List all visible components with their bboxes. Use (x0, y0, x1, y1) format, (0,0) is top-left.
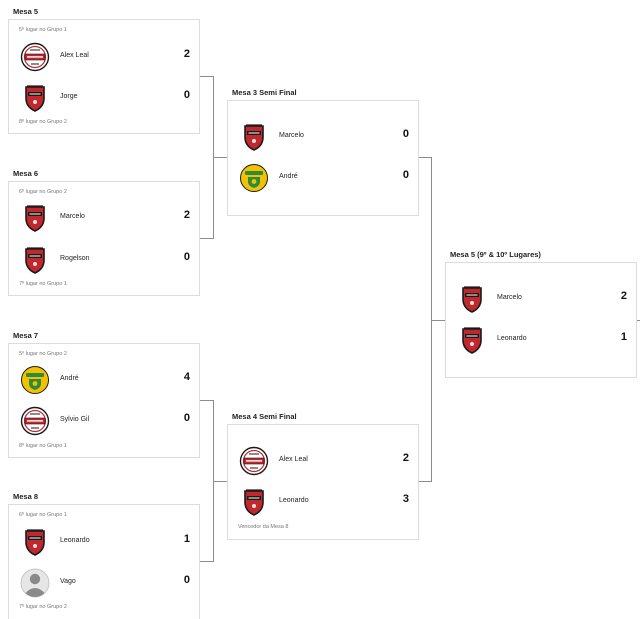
match-title: Mesa 5 (13, 7, 39, 16)
player-row[interactable]: Leonardo 1 (9, 525, 199, 561)
match-title: Mesa 6 (13, 169, 39, 178)
player-row[interactable]: Jorge 0 (9, 81, 199, 117)
player-name: Jorge (60, 93, 78, 100)
seed-note-bottom: 7º lugar no Grupo 1 (19, 281, 67, 287)
player-score: 0 (183, 89, 190, 101)
match-card-mesa5[interactable]: 5º lugar no Grupo 1 Alex Leal 2 Jorge 0 … (8, 19, 200, 134)
red-crest-icon (25, 205, 45, 232)
player-score: 2 (402, 452, 409, 464)
seed-note-bottom: 8º lugar no Grupo 2 (19, 119, 67, 125)
seed-note-top: 6º lugar no Grupo 1 (19, 512, 67, 518)
bracket-connector (200, 561, 214, 562)
player-score: 2 (183, 48, 190, 60)
bracket-connector (213, 481, 227, 482)
player-name: Rogelson (60, 255, 90, 262)
bracket-connector (431, 157, 432, 482)
player-row[interactable]: Marcelo 2 (446, 282, 636, 318)
bracket-connector (419, 481, 432, 482)
bracket-connector (431, 320, 445, 321)
yellow-green-crest-icon (240, 164, 268, 192)
seed-note-bottom: 7º lugar no Grupo 2 (19, 604, 67, 610)
match-card-mesa6[interactable]: 6º lugar no Grupo 2 Marcelo 2 Rogelson 0… (8, 181, 200, 296)
bangu-crest-icon (20, 406, 50, 436)
player-name: Leonardo (279, 497, 309, 504)
player-score: 2 (620, 290, 627, 302)
player-name: Alex Leal (60, 52, 89, 59)
player-row[interactable]: Alex Leal 2 (9, 40, 199, 76)
player-row[interactable]: André 0 (228, 161, 418, 197)
match-card-mesa8[interactable]: 6º lugar no Grupo 1 Leonardo 1 Vago 0 7º… (8, 504, 200, 619)
player-row[interactable]: Rogelson 0 (9, 243, 199, 279)
match-card-mesa3-semi[interactable]: Marcelo 0 André 0 (227, 100, 419, 216)
avatar-placeholder-icon (20, 568, 50, 598)
player-row[interactable]: Sylvio Gil 0 (9, 404, 199, 440)
seed-note-bottom: 8º lugar no Grupo 1 (19, 443, 67, 449)
player-score: 0 (402, 169, 409, 181)
player-name: André (60, 375, 79, 382)
match-title: Mesa 5 (9º & 10º Lugares) (450, 250, 541, 259)
red-crest-icon (25, 529, 45, 556)
bracket-connector (200, 400, 214, 401)
bracket-connector (200, 238, 214, 239)
red-crest-icon (25, 85, 45, 112)
player-name: Marcelo (60, 213, 85, 220)
player-name: Vago (60, 578, 76, 585)
red-crest-icon (25, 247, 45, 274)
player-name: André (279, 173, 298, 180)
player-score: 1 (183, 533, 190, 545)
player-score: 0 (183, 574, 190, 586)
red-crest-icon (462, 327, 482, 354)
seed-note-bottom: Vencedor da Mesa 8 (238, 524, 289, 530)
player-score: 0 (183, 412, 190, 424)
player-row[interactable]: Marcelo 2 (9, 201, 199, 237)
player-score: 0 (402, 128, 409, 140)
bracket-connector (200, 76, 214, 77)
player-row[interactable]: André 4 (9, 363, 199, 399)
bangu-crest-icon (20, 42, 50, 72)
yellow-green-crest-icon (21, 366, 49, 394)
player-name: Marcelo (497, 294, 522, 301)
seed-note-top: 5º lugar no Grupo 2 (19, 351, 67, 357)
bracket-connector (419, 157, 432, 158)
match-title: Mesa 7 (13, 331, 39, 340)
player-score: 2 (183, 209, 190, 221)
bracket-connector (637, 320, 640, 321)
seed-note-top: 5º lugar no Grupo 1 (19, 27, 67, 33)
player-row[interactable]: Marcelo 0 (228, 120, 418, 156)
player-name: Leonardo (497, 335, 527, 342)
player-name: Sylvio Gil (60, 416, 90, 423)
player-row[interactable]: Leonardo 1 (446, 323, 636, 359)
player-score: 3 (402, 493, 409, 505)
player-name: Marcelo (279, 132, 304, 139)
match-title: Mesa 8 (13, 492, 39, 501)
player-score: 0 (183, 251, 190, 263)
player-name: Alex Leal (279, 456, 308, 463)
red-crest-icon (244, 124, 264, 151)
player-score: 4 (183, 371, 190, 383)
bracket-connector (213, 157, 227, 158)
player-row[interactable]: Leonardo 3 (228, 485, 418, 521)
red-crest-icon (462, 286, 482, 313)
match-title: Mesa 3 Semi Final (232, 88, 297, 97)
player-name: Leonardo (60, 537, 90, 544)
seed-note-top: 6º lugar no Grupo 2 (19, 189, 67, 195)
match-card-mesa7[interactable]: 5º lugar no Grupo 2 André 4 Sylvio Gil 0… (8, 343, 200, 458)
player-row[interactable]: Alex Leal 2 (228, 444, 418, 480)
player-row[interactable]: Vago 0 (9, 566, 199, 602)
match-title: Mesa 4 Semi Final (232, 412, 297, 421)
match-card-mesa4-semi[interactable]: Alex Leal 2 Leonardo 3 Vencedor da Mesa … (227, 424, 419, 540)
match-card-mesa5-final[interactable]: Marcelo 2 Leonardo 1 (445, 262, 637, 378)
red-crest-icon (244, 489, 264, 516)
bangu-crest-icon (239, 446, 269, 476)
player-score: 1 (620, 331, 627, 343)
